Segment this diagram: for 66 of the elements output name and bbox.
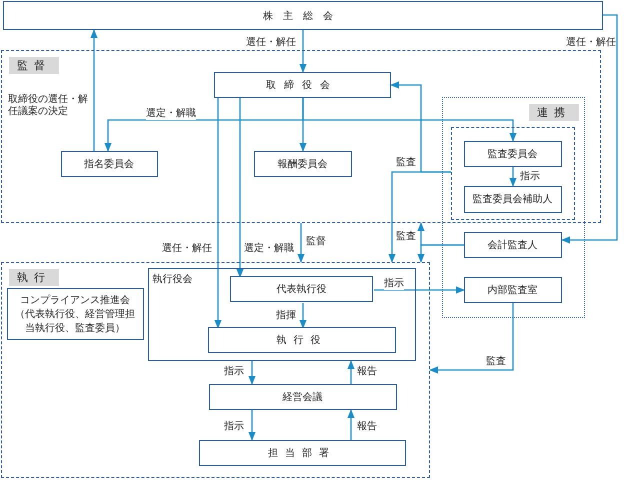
edge-label: 指示 — [520, 171, 540, 183]
org-box — [208, 327, 396, 353]
edge-label: 指示 — [384, 278, 404, 290]
org-box — [464, 140, 562, 166]
org-name: 株主総会 — [263, 10, 343, 22]
group-tag: 監督 — [9, 57, 59, 74]
org-name: 経営会議 — [282, 390, 322, 404]
org-name: コンプライアンス推進会（代表執行役、経営管理担当執行役、監査委員） — [14, 294, 136, 334]
group-tag: 連携 — [529, 104, 579, 121]
org-box — [6, 288, 144, 340]
edge-label: 選任・解任 — [162, 243, 212, 255]
edge-label: 選定・解職 — [244, 243, 294, 255]
arrow — [429, 303, 514, 374]
org-name: 代表執行役 — [276, 282, 326, 296]
org-name: 監査委員会補助人 — [472, 192, 552, 206]
org-box — [208, 384, 396, 410]
arrow — [248, 410, 256, 441]
arrow — [299, 303, 307, 329]
arrow — [561, 14, 618, 244]
arrow — [374, 286, 465, 294]
org-name: 監査委員会 — [488, 148, 538, 160]
org-name: 指名委員会 — [84, 158, 134, 170]
org-box — [464, 232, 562, 258]
org-name: 報酬委員会 — [278, 158, 328, 170]
org-name: 会計監査人 — [488, 238, 538, 252]
group-region — [148, 268, 416, 360]
org-box — [3, 1, 603, 30]
org-box — [60, 150, 158, 176]
arrow — [248, 361, 256, 385]
edge-label: 監査 — [486, 356, 506, 368]
org-box — [230, 276, 373, 302]
org-name: 取締役会 — [266, 78, 338, 92]
group-tag: 執行 — [9, 269, 59, 286]
edge-label: 監査 — [396, 231, 416, 243]
arrow — [214, 98, 222, 329]
arrow — [509, 167, 517, 187]
edge-label: 指示 — [224, 366, 244, 378]
org-box — [464, 186, 562, 212]
org-box — [198, 440, 406, 466]
org-box — [214, 72, 390, 98]
org-box — [254, 150, 352, 176]
edge-label: 選任・解任 — [566, 37, 616, 49]
org-name: 内部監査室 — [488, 284, 538, 296]
org-box — [464, 276, 562, 302]
arrow — [388, 171, 451, 263]
arrow — [302, 98, 517, 142]
edge-label: 報告 — [357, 366, 377, 378]
org-name: 執行役 — [276, 334, 328, 347]
arrow — [90, 29, 98, 151]
dashed-group-frame — [451, 127, 575, 220]
edge-label: 選定・解職 — [146, 108, 196, 120]
edge-label: 監督 — [306, 236, 326, 248]
edge-label: 指揮 — [276, 310, 296, 322]
edge-label: 指示 — [224, 421, 244, 433]
arrow — [236, 98, 244, 278]
arrow — [299, 30, 307, 73]
edge-label: 報告 — [357, 421, 377, 433]
group-region — [1, 262, 430, 478]
arrow — [417, 244, 464, 263]
edge-label: 選任・解任 — [246, 37, 296, 49]
org-name: 担当部署 — [268, 446, 336, 460]
arrow — [347, 360, 355, 384]
edge-label: 監査 — [396, 157, 416, 169]
group-heading: 執行役会 — [152, 272, 192, 286]
arrow — [347, 409, 355, 440]
arrow — [297, 223, 305, 263]
